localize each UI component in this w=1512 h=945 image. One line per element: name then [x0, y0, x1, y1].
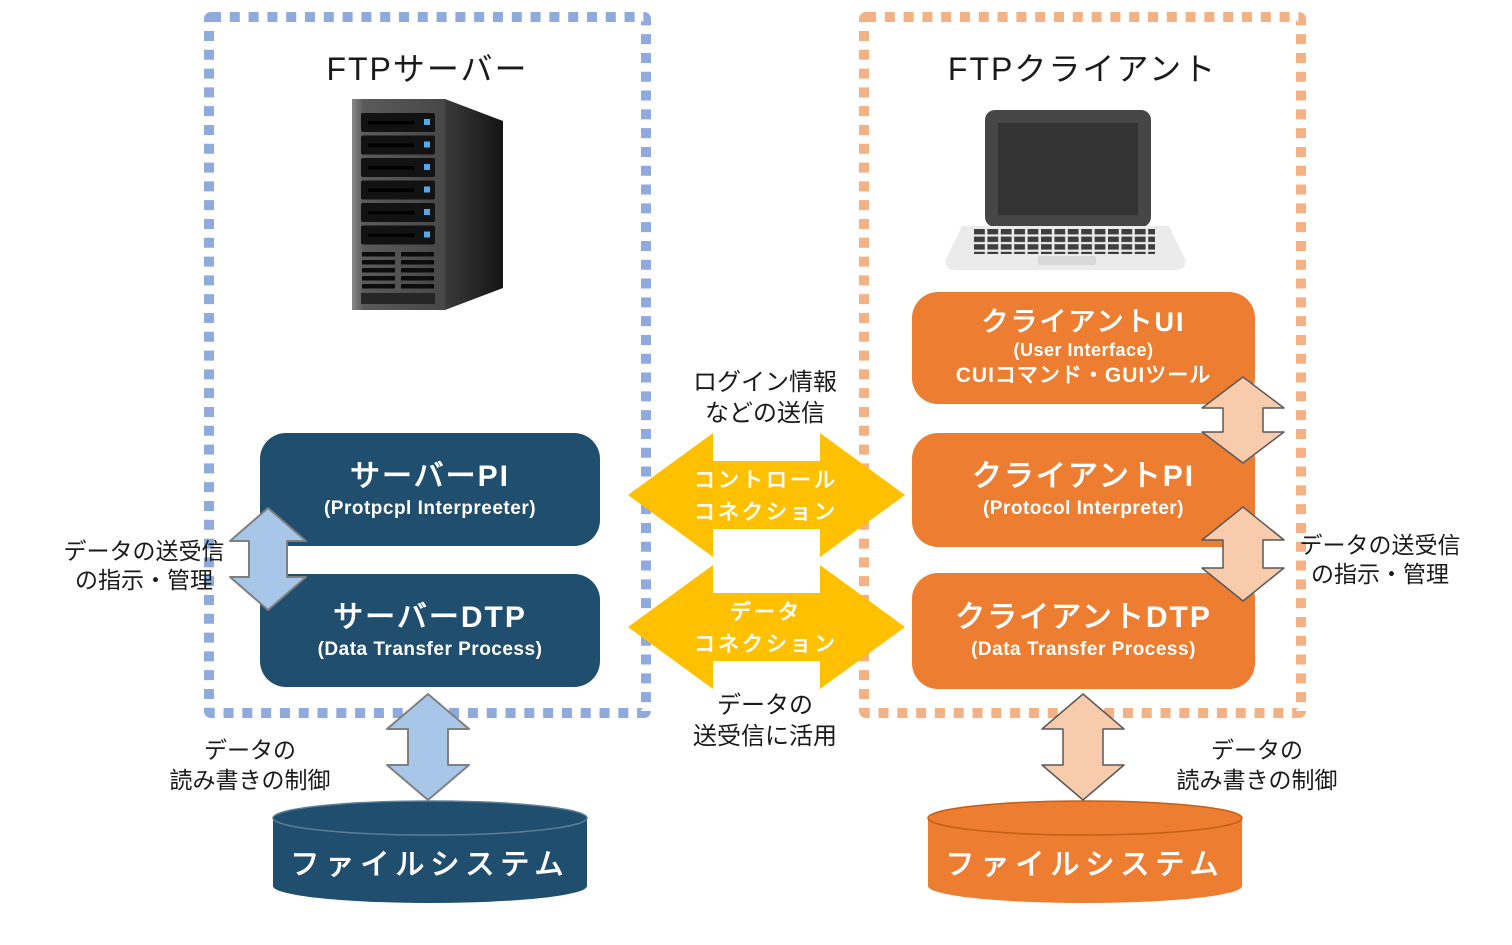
data-connection-note: データの 送受信に活用 — [640, 690, 890, 752]
server-pi-dtp-arrow — [229, 507, 307, 611]
server-pi-box: サーバーPI (Protpcpl Interpreeter) — [260, 433, 600, 546]
client-filesystem-note: データの 読み書きの制御 — [1147, 735, 1367, 795]
laptop-icon — [945, 110, 1186, 270]
data-note-line2: 送受信に活用 — [693, 723, 837, 750]
control-connection-label-line2: コネクション — [694, 501, 838, 524]
client-pi-dtp-arrow — [1201, 506, 1285, 602]
client-pi-dtp-label: データの送受信 の指示・管理 — [1270, 531, 1490, 589]
data-connection-label-line1: データ — [730, 601, 802, 624]
data-connection-arrow — [628, 565, 905, 689]
server-panel-title: FTPサーバー — [326, 51, 529, 87]
client-panel-title: FTPクライアント — [947, 51, 1218, 87]
client-panel-border — [859, 12, 1306, 718]
server-dtp-subtitle: (Data Transfer Process) — [317, 638, 543, 660]
server-pi-title: サーバーPI — [349, 459, 511, 493]
server-panel-border — [204, 12, 651, 718]
data-connection-label-line2: コネクション — [694, 633, 838, 656]
client-pi-dtp-label-line2: の指示・管理 — [1311, 561, 1449, 587]
server-dtp-box: サーバーDTP (Data Transfer Process) — [260, 574, 600, 687]
control-connection-label: コントロール コネクション — [663, 465, 869, 529]
client-dtp-title: クライアントDTP — [955, 601, 1212, 634]
server-dtp-title: サーバーDTP — [333, 600, 527, 634]
control-connection-label-line1: コントロール — [694, 469, 838, 492]
client-dtp-subtitle: (Data Transfer Process) — [971, 639, 1196, 660]
server-filesystem-cylinder — [272, 800, 588, 903]
control-note-line2: などの送信 — [705, 400, 825, 427]
client-ui-title: クライアントUI — [981, 307, 1186, 337]
server-fs-note-line1: データの — [204, 737, 296, 763]
server-filesystem-note: データの 読み書きの制御 — [140, 735, 360, 795]
client-ui-pi-arrow — [1201, 376, 1285, 464]
server-pi-dtp-label: データの送受信 の指示・管理 — [34, 537, 254, 595]
client-ui-box: クライアントUI (User Interface) CUIコマンド・GUIツール — [912, 292, 1255, 404]
client-pi-title: クライアントPI — [971, 460, 1196, 493]
client-dtp-filesystem-arrow — [1041, 693, 1125, 801]
server-dtp-filesystem-arrow — [386, 693, 470, 801]
control-note-line1: ログイン情報 — [693, 369, 837, 396]
client-pi-subtitle: (Protocol Interpreter) — [982, 498, 1185, 519]
data-note-line1: データの — [717, 692, 813, 719]
server-filesystem-label: ファイルシステム — [290, 849, 570, 881]
server-pi-dtp-label-line1: データの送受信 — [63, 538, 225, 564]
server-fs-note-line2: 読み書きの制御 — [169, 767, 331, 793]
control-connection-note: ログイン情報 などの送信 — [640, 367, 890, 429]
client-filesystem-label: ファイルシステム — [945, 849, 1225, 881]
client-fs-note-line2: 読み書きの制御 — [1176, 767, 1338, 793]
client-dtp-box: クライアントDTP (Data Transfer Process) — [912, 573, 1255, 689]
client-fs-note-line1: データの — [1211, 737, 1303, 763]
client-pi-dtp-label-line1: データの送受信 — [1299, 532, 1461, 558]
server-tower-icon — [352, 99, 503, 310]
client-ui-subtitle2: CUIコマンド・GUIツール — [955, 364, 1212, 387]
control-connection-arrow — [628, 433, 905, 557]
client-ui-subtitle: (User Interface) — [1013, 340, 1154, 360]
server-pi-subtitle: (Protpcpl Interpreeter) — [323, 497, 537, 519]
server-pi-dtp-label-line2: の指示・管理 — [75, 567, 213, 593]
client-pi-box: クライアントPI (Protocol Interpreter) — [912, 433, 1255, 547]
data-connection-label: データ コネクション — [663, 597, 869, 661]
client-filesystem-cylinder — [927, 800, 1243, 903]
